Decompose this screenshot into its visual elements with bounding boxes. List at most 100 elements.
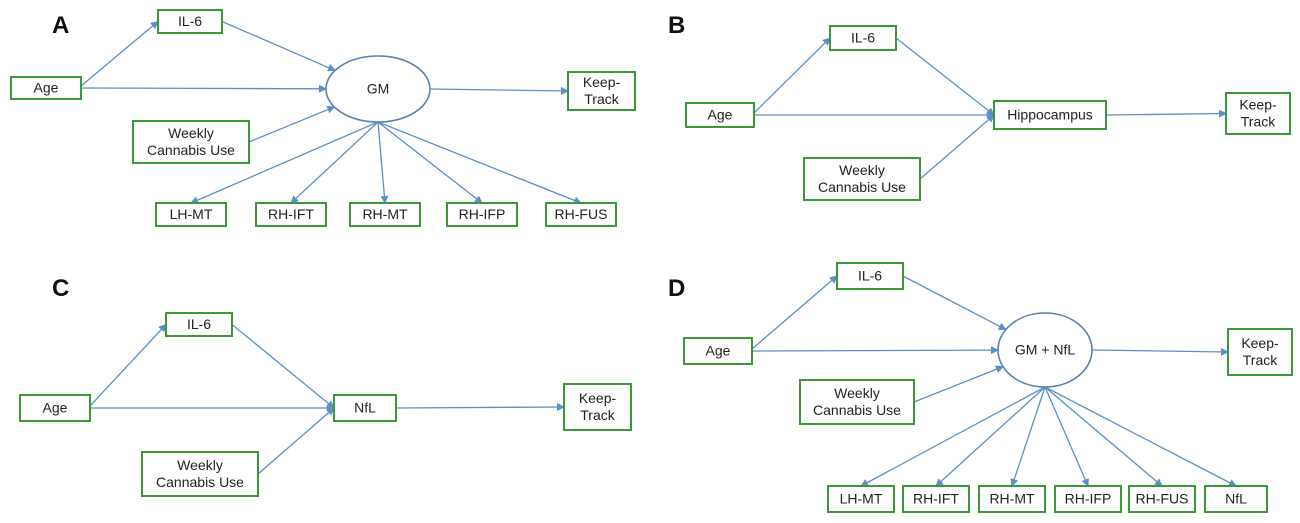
panel-d-il6-node: IL-6: [836, 262, 904, 290]
panel-c-edge-center-outcome: [395, 403, 565, 412]
panel-b-il6-node-box: [829, 25, 897, 51]
panel-b-weekly-cannabis-node-label-line-2: Cannabis Use: [818, 179, 906, 195]
panel-b-weekly-cannabis-node-label-line-1: Weekly: [839, 162, 885, 178]
panel-b-il6-node-label: IL-6: [851, 30, 875, 46]
panel-b-age-node: Age: [685, 102, 755, 128]
panel-a-edge-age-il6: [80, 20, 159, 87]
panel-d-edge-center-region-2: [935, 386, 1046, 487]
panel-a-weekly-cannabis-node-box: [132, 120, 250, 164]
panel-c-keep-track-node: Keep-Track: [563, 383, 632, 431]
panel-d-region-node-1-label: LH-MT: [840, 491, 883, 507]
panel-c-keep-track-node-label-line-2: Track: [580, 407, 615, 423]
panel-c-center-node-label: NfL: [354, 400, 376, 416]
panel-d-region-node-4-box: [1054, 485, 1122, 513]
panel-c-label: C: [52, 275, 69, 302]
panel-c-il6-node-label: IL-6: [187, 316, 211, 332]
panel-a-il6-node-box: [157, 9, 223, 34]
panel-d-edge-center-region-4: [1044, 386, 1089, 487]
panel-a-edge-center-region-5: [377, 121, 582, 205]
panel-d-region-node-5: RH-FUS: [1128, 485, 1196, 513]
panel-d-region-node-4-label: RH-IFP: [1065, 491, 1112, 507]
panel-d-region-node-4: RH-IFP: [1054, 485, 1122, 513]
panel-c-edge-age-il6: [89, 323, 167, 407]
panel-a-keep-track-node-label-line-2: Track: [584, 91, 619, 107]
panel-d-weekly-cannabis-node-label-line-2: Cannabis Use: [813, 402, 901, 418]
panel-b-age-node-box: [685, 102, 755, 128]
panel-c-keep-track-node-box: [563, 383, 632, 431]
panel-a-region-node-4: RH-IFP: [446, 202, 518, 227]
panel-c-age-node-box: [19, 394, 91, 422]
panel-d-keep-track-node-label-line-2: Track: [1243, 352, 1278, 368]
panel-d-region-node-2-label: RH-IFT: [913, 491, 959, 507]
panel-b-keep-track-node-label-line-2: Track: [1241, 114, 1276, 130]
panel-d-il6-node-label: IL-6: [858, 268, 882, 284]
panel-b-center-node-label: Hippocampus: [1007, 107, 1093, 123]
panel-b-edge-il6-center: [895, 37, 995, 116]
panel-a-edge-center-outcome: [429, 86, 569, 95]
panel-a-edge-center-region-3: [377, 121, 389, 204]
panel-d-region-node-3-box: [978, 485, 1046, 513]
panel-d-region-node-6-box: [1204, 485, 1268, 513]
panel-b-keep-track-node-label-line-1: Keep-: [1239, 97, 1277, 113]
panel-b-weekly-cannabis-node-box: [803, 157, 921, 201]
panel-c-edge-il6-center: [231, 323, 335, 409]
panel-a-age-node-label: Age: [34, 80, 59, 96]
panel-c-age-node-label: Age: [43, 400, 68, 416]
panel-a-region-node-2-box: [255, 202, 327, 227]
panel-a-age-node-box: [10, 76, 82, 100]
panel-b-edge-age-il6: [753, 37, 831, 114]
panel-d-region-node-1: LH-MT: [827, 485, 895, 513]
panel-d-region-node-3: RH-MT: [978, 485, 1046, 513]
panel-a-region-node-2: RH-IFT: [255, 202, 327, 227]
panel-a-center-node-ellipse: [325, 55, 431, 123]
panel-a-center-node-label: GM: [367, 81, 390, 97]
panel-c-weekly-cannabis-node-label-line-1: Weekly: [177, 457, 223, 473]
panel-c-il6-node-box: [165, 312, 233, 337]
panel-d-age-node: Age: [683, 337, 753, 365]
panel-a-edge-center-region-2: [290, 121, 379, 204]
panel-d-weekly-cannabis-node-label-line-1: Weekly: [834, 385, 880, 401]
panel-a-weekly-cannabis-node-label-line-2: Cannabis Use: [147, 142, 235, 158]
panel-a-il6-node: IL-6: [157, 9, 223, 34]
panel-b-edge-cannabis-center: [919, 114, 995, 180]
panel-a-region-node-3-label: RH-MT: [362, 206, 408, 222]
panel-a-region-node-4-box: [446, 202, 518, 227]
panel-b-label: B: [668, 12, 685, 39]
panel-c-center-node-box: [333, 394, 397, 422]
panel-d-edge-center-region-3: [1010, 386, 1046, 487]
panel-d-center-node-label: GM + NfL: [1015, 342, 1076, 358]
panel-b-keep-track-node: Keep-Track: [1225, 92, 1291, 135]
panel-b-center-node-box: [993, 100, 1107, 130]
panel-a-region-node-1-box: [155, 202, 227, 227]
panel-d-age-node-label: Age: [706, 343, 731, 359]
panel-d-region-node-1-box: [827, 485, 895, 513]
panel-a-edge-il6-center: [221, 20, 336, 72]
panel-c-weekly-cannabis-node-box: [141, 451, 259, 497]
panel-d-edge-age-center: [751, 346, 1000, 355]
panel-a-region-node-2-label: RH-IFT: [268, 206, 314, 222]
panel-a-region-node-5: RH-FUS: [545, 202, 617, 227]
panel-a-region-node-3: RH-MT: [349, 202, 421, 227]
edges-layer: [80, 20, 1237, 487]
panel-b-keep-track-node-box: [1225, 92, 1291, 135]
panel-d-region-node-6-label: NfL: [1225, 491, 1247, 507]
panel-d-edge-center-outcome: [1091, 347, 1229, 356]
panel-a-region-node-1: LH-MT: [155, 202, 227, 227]
panel-d-weekly-cannabis-node-box: [799, 379, 915, 425]
panel-a-region-node-5-box: [545, 202, 617, 227]
panel-d-region-node-2: RH-IFT: [902, 485, 970, 513]
panel-d-il6-node-box: [836, 262, 904, 290]
panel-c-il6-node: IL-6: [165, 312, 233, 337]
panel-d-region-node-6: NfL: [1204, 485, 1268, 513]
panel-a-edge-cannabis-center: [248, 105, 336, 143]
panel-d-edge-center-region-6: [1044, 386, 1237, 487]
panel-c-weekly-cannabis-node-label-line-2: Cannabis Use: [156, 474, 244, 490]
panel-a-keep-track-node-box: [567, 71, 636, 111]
panel-a-region-node-1-label: LH-MT: [170, 206, 213, 222]
panel-a-region-node-4-label: RH-IFP: [459, 206, 506, 222]
panel-a-edge-center-region-1: [190, 121, 379, 204]
